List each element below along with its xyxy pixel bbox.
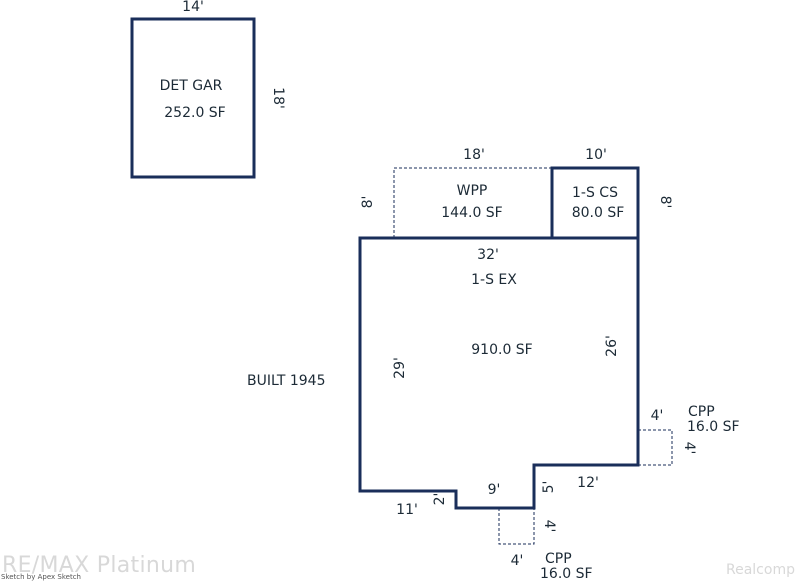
wpp-area: 144.0 SF — [441, 205, 502, 221]
ex-step-right-label: 5' — [541, 481, 557, 494]
ex-bottom-mid-label: 9' — [488, 482, 501, 498]
cs-depth-label: 8' — [657, 196, 673, 209]
det-gar-name: DET GAR — [160, 78, 223, 94]
ex-area: 910.0 SF — [471, 342, 532, 358]
watermark-remax: RE/MAX Platinum — [2, 553, 197, 578]
cs-area: 80.0 SF — [572, 205, 625, 221]
cpp-right-name: CPP — [688, 404, 715, 420]
cpp-bottom-name: CPP — [545, 551, 572, 567]
watermark-realcomp: Realcomp — [726, 562, 795, 578]
ex-bottom-right-label: 12' — [577, 475, 599, 491]
cs-name: 1-S CS — [572, 185, 618, 201]
cpp-right-area: 16.0 SF — [687, 419, 740, 435]
cs-outline — [550, 166, 640, 240]
det-gar-width-label: 14' — [182, 0, 204, 15]
cpp-bottom-outline — [498, 508, 535, 545]
ex-name: 1-S EX — [471, 272, 517, 288]
ex-left-label: 29' — [392, 357, 408, 379]
det-gar-depth-label: 18' — [270, 87, 286, 109]
cpp-bottom-area: 16.0 SF — [540, 566, 593, 582]
wpp-depth-label: 8' — [360, 196, 376, 209]
cs-width-label: 10' — [585, 147, 607, 163]
ex-bottom-left-label: 11' — [396, 502, 418, 518]
cpp-bottom-width-label: 4' — [511, 553, 524, 569]
cpp-bottom-depth-label: 4' — [541, 520, 557, 533]
cpp-right-depth-label: 4' — [681, 442, 697, 455]
sketch-credit: Sketch by Apex Sketch — [1, 573, 81, 581]
wpp-outline — [393, 167, 552, 238]
ex-right-label: 26' — [604, 335, 620, 357]
wpp-name: WPP — [457, 183, 488, 199]
wpp-width-label: 18' — [463, 147, 485, 163]
det-gar-outline — [130, 17, 256, 179]
cpp-right-outline — [638, 429, 673, 466]
ex-top-label: 32' — [477, 247, 499, 263]
ex-step-left-label: 2' — [432, 493, 448, 506]
built-year: BUILT 1945 — [247, 373, 325, 389]
cpp-right-width-label: 4' — [651, 408, 664, 424]
det-gar-area: 252.0 SF — [164, 105, 225, 121]
